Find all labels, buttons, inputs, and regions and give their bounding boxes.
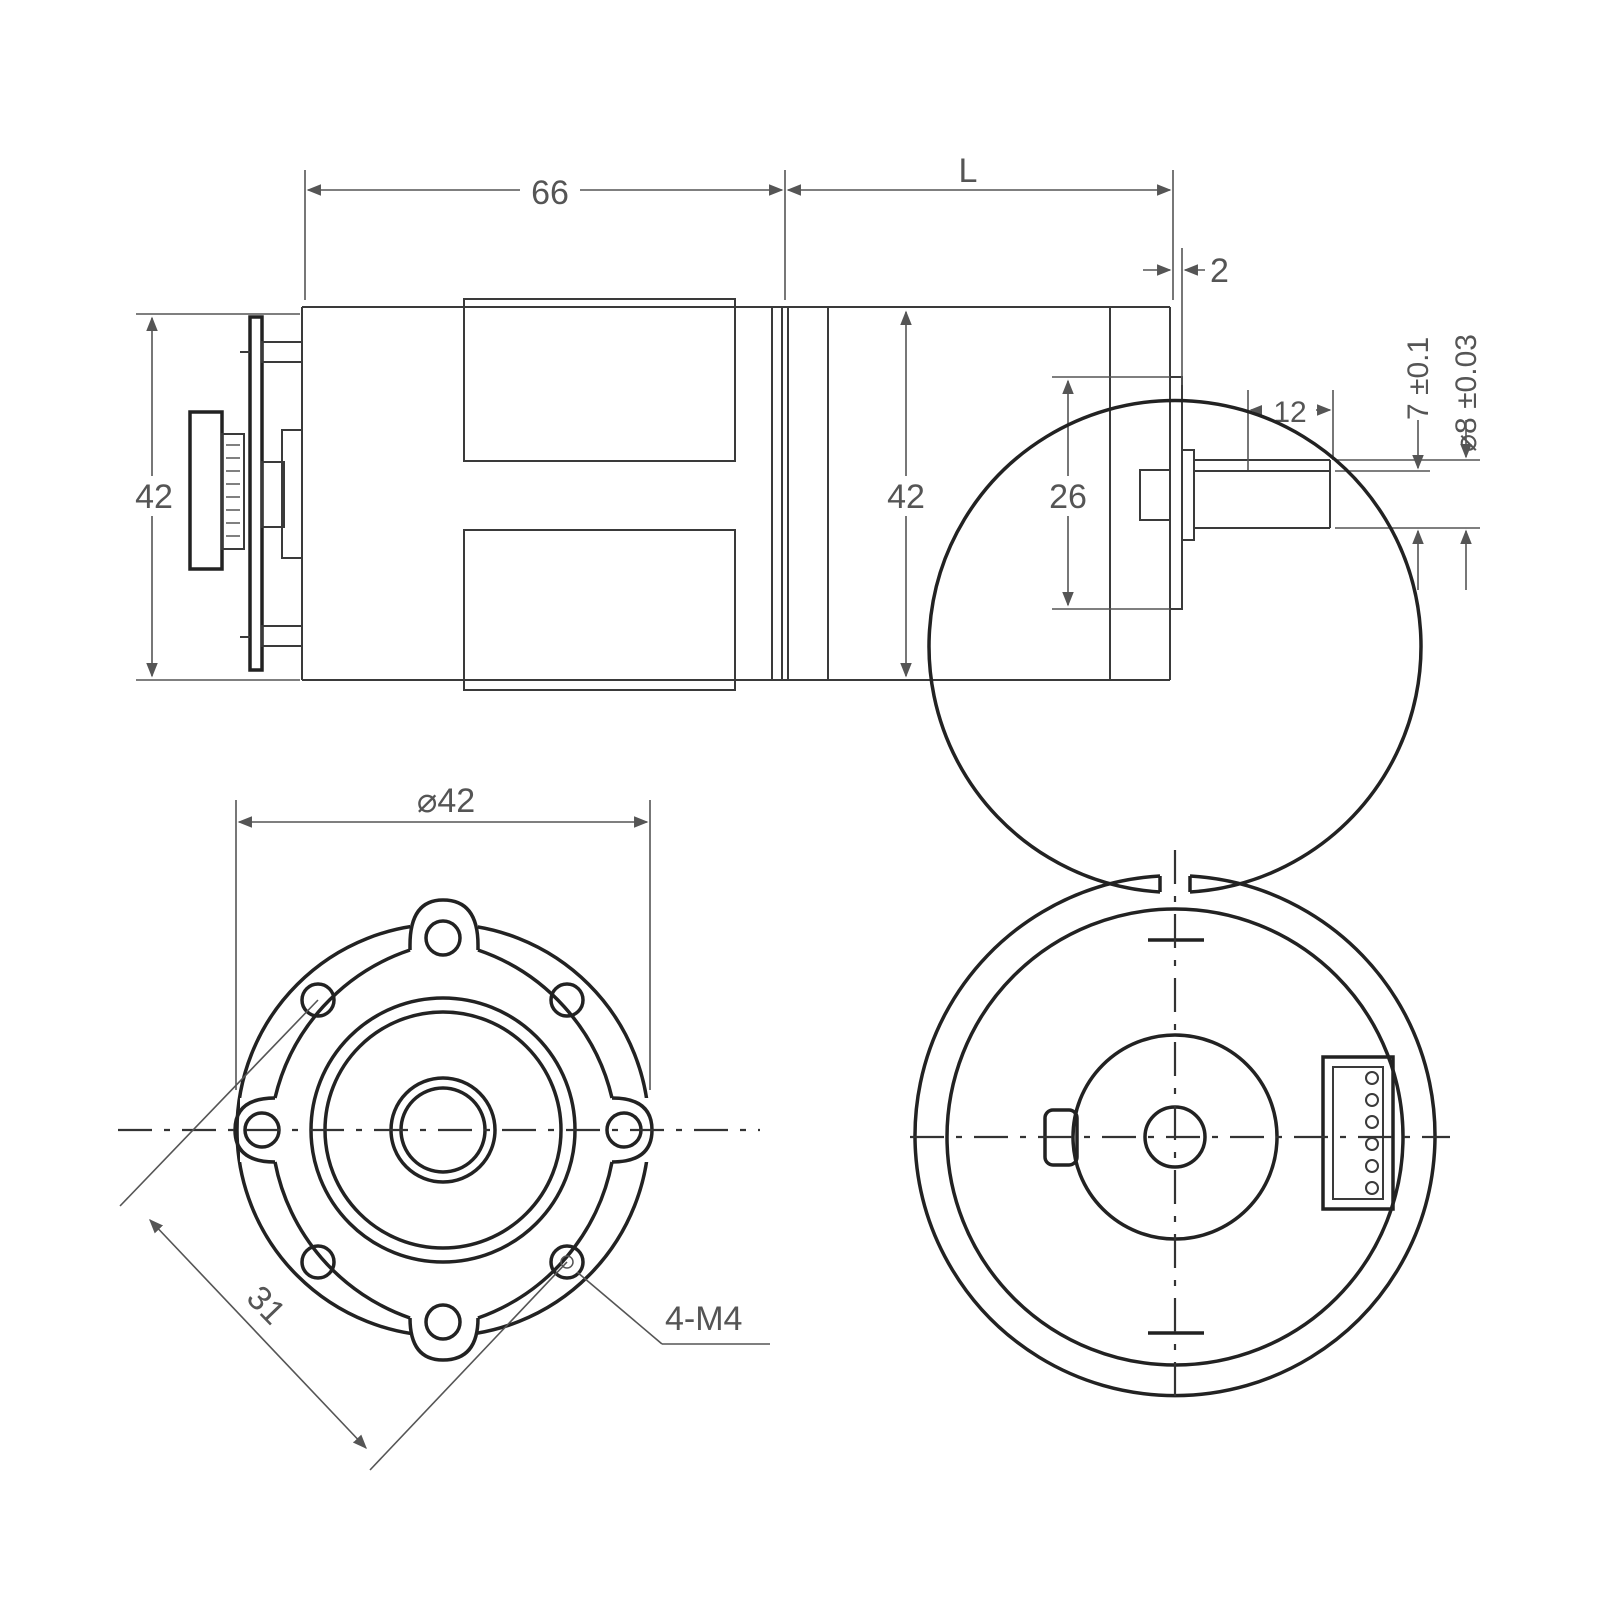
mounting-hole-top [424,919,462,957]
label-66: 66 [531,174,569,212]
m4-hole-1 [300,982,336,1018]
dim-2: 2 [1143,248,1229,385]
label-26: 26 [1049,478,1087,516]
dim-42-body: 42 [880,310,932,678]
label-L: L [959,152,978,190]
label-42-left: 42 [135,478,173,516]
dim-shaft-flat-and-diameter: 7 ±0.1 ⌀8 ±0.03 [1335,334,1483,590]
label-42-diameter: ⌀42 [417,782,475,820]
label-8-diameter: ⌀8 ±0.03 [1450,334,1483,452]
dim-26: 26 [1042,376,1170,610]
dim-42-left: 42 [128,313,300,681]
rear-encoder-view [910,398,1450,1400]
label-4-m4: 4-M4 [665,1300,742,1338]
callout-4-m4: 4-M4 [576,1271,770,1345]
gearbox-body [788,306,1183,681]
dim-66: 66 [304,170,786,300]
label-31: 31 [239,1279,293,1333]
mounting-hole-bottom [424,1303,462,1341]
dim-L: L [786,150,1174,300]
output-shaft [1181,449,1331,541]
m4-hole-2 [549,982,585,1018]
motor-body [301,298,789,691]
m4-hole-3 [300,1244,336,1280]
front-flange-view: ⌀42 [118,778,770,1471]
encoder-connector [1321,1055,1395,1211]
label-42-body: 42 [887,478,925,516]
m4-hole-4 [549,1244,585,1280]
encoder-assembly [188,315,303,672]
label-7-tolerance: 7 ±0.1 [1402,337,1435,420]
side-view: 66 L 2 42 42 [128,150,1483,691]
dim-42-diameter: ⌀42 [235,778,651,1090]
label-2: 2 [1210,252,1229,290]
